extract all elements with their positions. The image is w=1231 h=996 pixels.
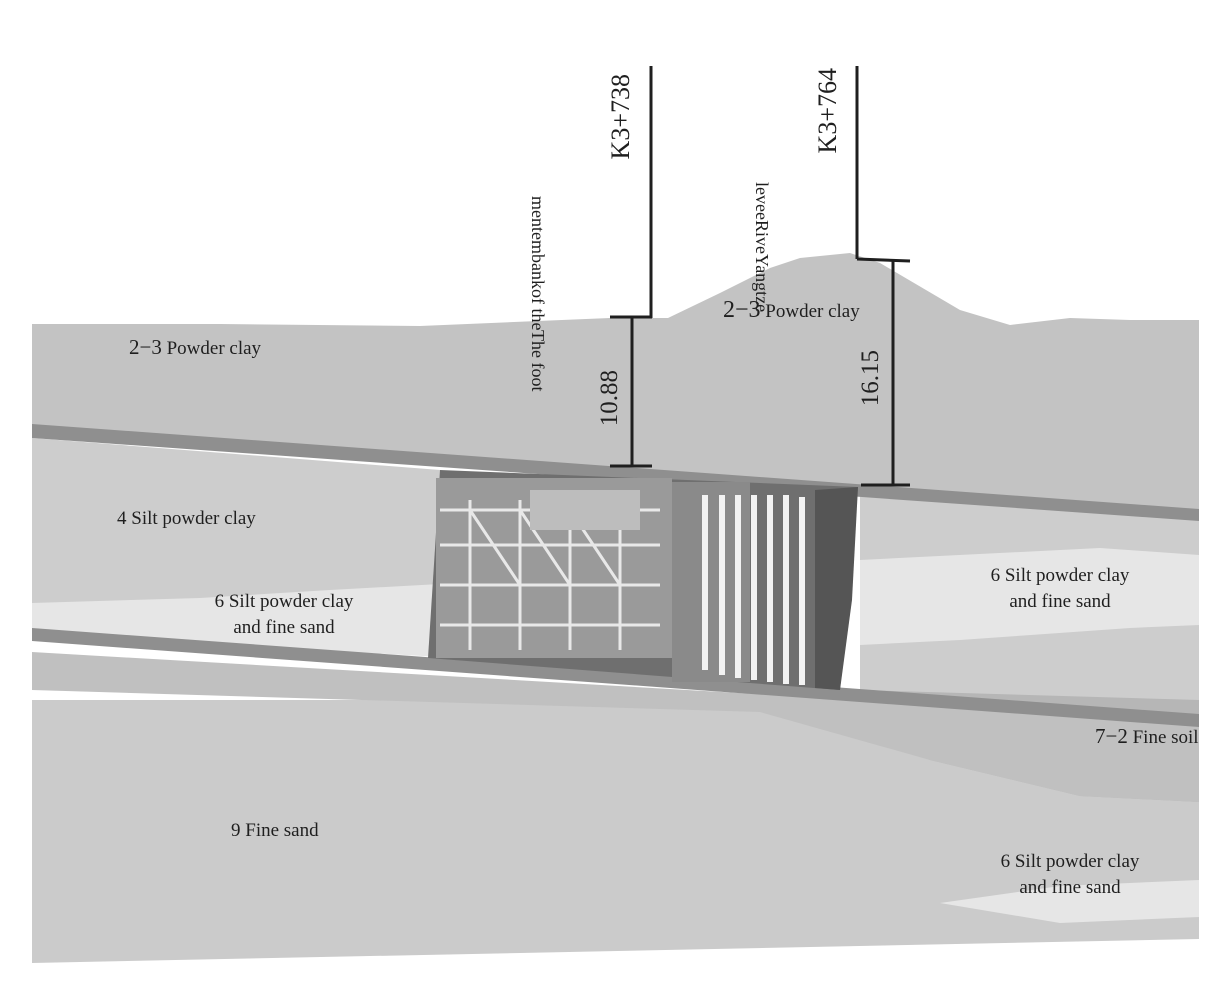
levee-note: Yangtze Rive levee [752,182,772,313]
lower-clay-band [32,652,1199,802]
stratum-label-silt-clay: 4 Silt powder clay [117,508,256,529]
stratum-label-fine-soil: 7−2 Fine soil [1095,724,1199,748]
silt-sand-lens-bottom [940,880,1199,923]
chainage-right: K3+764 [813,68,842,154]
stratum-label-silt-sand-right: 6 Silt powder clay and fine sand [990,565,1130,612]
dimension-label-right: 16.15 [857,350,884,407]
stratum-label-fine-sand: 9 Fine sand [231,820,319,841]
dimension-lines [610,66,911,487]
tunnel-upper-band [32,424,1199,521]
stratum-label-clay-left: 2−3 Powder clay [129,335,262,359]
silt-sand-lens-right [860,548,1199,645]
fine-sand-layer [32,700,1199,963]
tunnel-lower-band [32,628,1199,727]
dimension-label-left: 10.88 [596,370,623,427]
chainage-left: K3+738 [606,74,635,160]
tbm-cutterhead [815,487,858,690]
stratum-label-clay-levee: 2−3 Powder clay [723,297,860,323]
embankment-note: The foot of the embank ment [528,196,548,392]
tbm-machine [428,470,858,690]
tbm-cutter-rings [702,495,805,685]
stratum-label-silt-sand-bottom: 6 Silt powder clay and fine sand [1000,851,1140,898]
stratum-label-silt-sand-left: 6 Silt powder clay and fine sand [214,591,354,638]
